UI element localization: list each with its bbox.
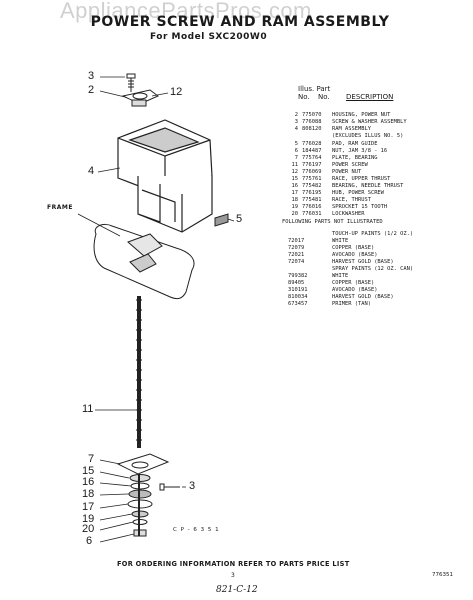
frame-label: FRAME [47, 204, 73, 211]
callout-6: 6 [86, 535, 93, 547]
callout-3: 3 [88, 70, 95, 82]
page-number: 3 [231, 572, 235, 579]
ordering-info: FOR ORDERING INFORMATION REFER TO PARTS … [117, 560, 350, 568]
power-nut-housing [121, 89, 159, 107]
document-part-code: 776351 [432, 572, 453, 578]
spray-heading: SPRAY PAINTS (12 OZ. CAN) [332, 266, 414, 272]
callout-15: 15 [82, 465, 95, 477]
callout-5: 5 [236, 213, 243, 225]
cp-code: C P - 6 3 5 1 [173, 527, 220, 533]
table-header: Illus. Part No. No. DESCRIPTION [298, 85, 393, 101]
page-title: POWER SCREW AND RAM ASSEMBLY [90, 14, 390, 30]
not-illustrated-heading: FOLLOWING PARTS NOT ILLUSTRATED [282, 219, 383, 225]
leader-lines [77, 76, 235, 543]
callout-19: 19 [82, 513, 95, 525]
screw-3-bottom [159, 483, 180, 491]
ram-guide-pad [214, 213, 229, 227]
callout-11: 11 [82, 403, 94, 415]
callout-7: 7 [88, 453, 95, 465]
frame [93, 223, 195, 300]
callout-18: 18 [82, 488, 95, 500]
model-label: For Model SXC200W0 [150, 32, 268, 42]
callout-20: 20 [82, 523, 95, 535]
header-description: DESCRIPTION [346, 93, 394, 101]
header-no2: No. [318, 93, 330, 101]
header-no: No. [298, 93, 310, 101]
callout-17: 17 [82, 501, 95, 513]
screw-3-top [126, 73, 136, 92]
power-screw [136, 296, 142, 448]
callout-4: 4 [88, 165, 95, 177]
touchup-heading: TOUCH-UP PAINTS (1/2 OZ.) [332, 231, 414, 237]
callout-2: 2 [88, 84, 95, 96]
handwritten-note: 821-C-12 [216, 585, 258, 595]
callout-12: 12 [170, 86, 183, 98]
bearing-stack [116, 453, 170, 537]
watermark: AppliancePartsPros.com [60, 0, 312, 23]
header-illus-part: Illus. Part [298, 85, 331, 93]
callout-16: 16 [82, 476, 95, 488]
ram-assembly [117, 119, 213, 233]
callout-3-bottom: 3 [189, 480, 196, 492]
